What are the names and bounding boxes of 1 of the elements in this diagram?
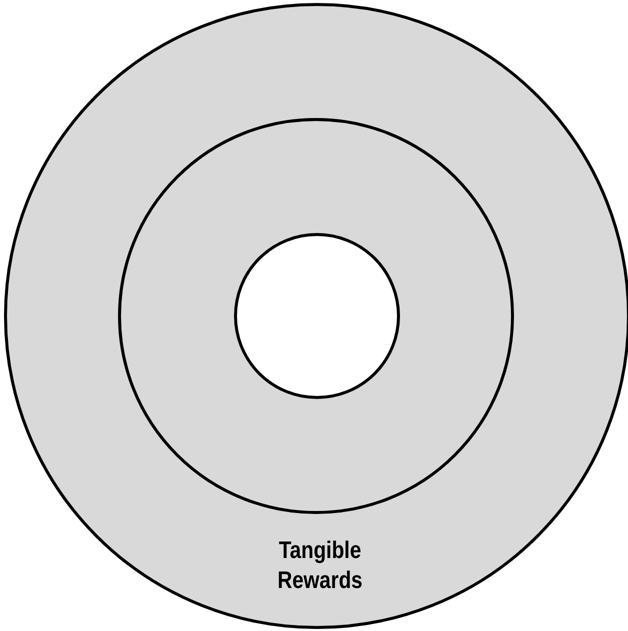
ring-label: Tangible Rewards [276, 536, 364, 596]
